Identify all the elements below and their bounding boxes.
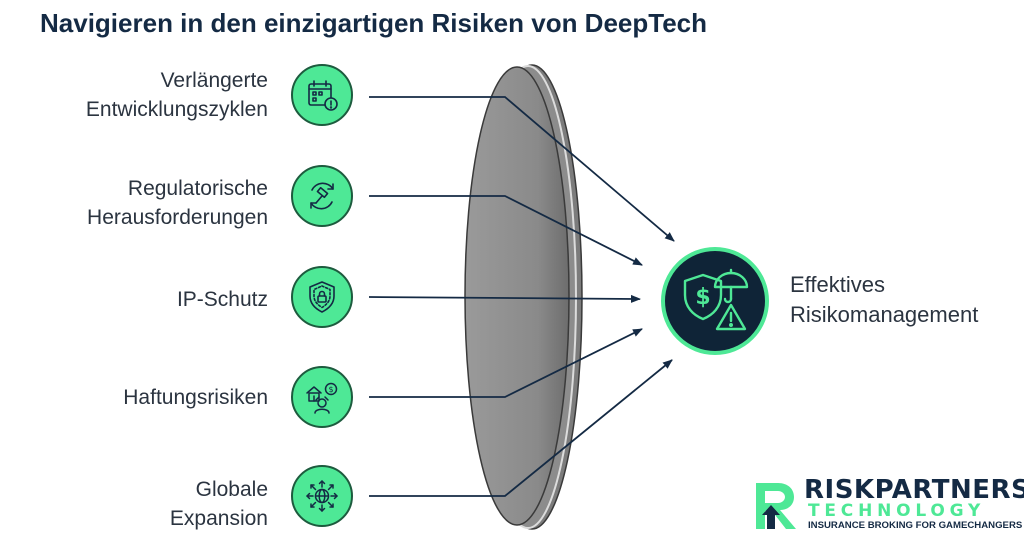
connector-line-4 bbox=[369, 328, 643, 398]
lens-face bbox=[464, 66, 570, 526]
svg-text:$: $ bbox=[328, 385, 333, 394]
output-label-text: Effektives Risikomanagement bbox=[790, 272, 979, 327]
input-label-text-2: Regulatorische Herausforderungen bbox=[87, 177, 268, 229]
connector-lines bbox=[368, 96, 675, 497]
input-label-text-1: Verlängerte Entwicklungszyklen bbox=[85, 69, 268, 121]
input-label-2: Regulatorische Herausforderungen bbox=[8, 174, 268, 232]
svg-text:$: $ bbox=[695, 285, 710, 310]
logo-tagline: INSURANCE BROKING FOR GAMECHANGERS bbox=[808, 520, 1023, 531]
input-label-5: Globale Expansion bbox=[8, 475, 268, 533]
page-title: Navigieren in den einzigartigen Risiken … bbox=[40, 8, 708, 38]
property-liability-icon: $ bbox=[291, 366, 353, 428]
input-label-1: Verlängerte Entwicklungszyklen bbox=[8, 66, 268, 124]
shield-umbrella-warning-icon: $ bbox=[661, 247, 769, 355]
connector-line-1 bbox=[369, 96, 675, 242]
calendar-alert-icon bbox=[291, 64, 353, 126]
input-label-text-3: IP-Schutz bbox=[176, 288, 268, 311]
logo-mark-icon bbox=[756, 483, 796, 529]
input-label-text-4: Haftungsrisiken bbox=[123, 386, 268, 409]
riskpartners-logo: RISKPARTNERS TECHNOLOGY INSURANCE BROKIN… bbox=[752, 475, 1024, 531]
input-label-text-5: Globale Expansion bbox=[169, 478, 268, 530]
output-label: Effektives Risikomanagement bbox=[790, 270, 978, 330]
connector-line-5 bbox=[369, 359, 673, 497]
gavel-cycle-icon bbox=[291, 165, 353, 227]
connector-line-2 bbox=[369, 195, 643, 266]
logo-name: RISKPARTNERS bbox=[804, 475, 1024, 505]
connector-line-3 bbox=[368, 294, 641, 303]
input-label-3: IP-Schutz bbox=[8, 285, 268, 314]
input-label-4: Haftungsrisiken bbox=[8, 383, 268, 412]
logo-subtitle: TECHNOLOGY bbox=[808, 501, 986, 521]
globe-expansion-icon bbox=[291, 465, 353, 527]
shield-lock-icon bbox=[291, 266, 353, 328]
